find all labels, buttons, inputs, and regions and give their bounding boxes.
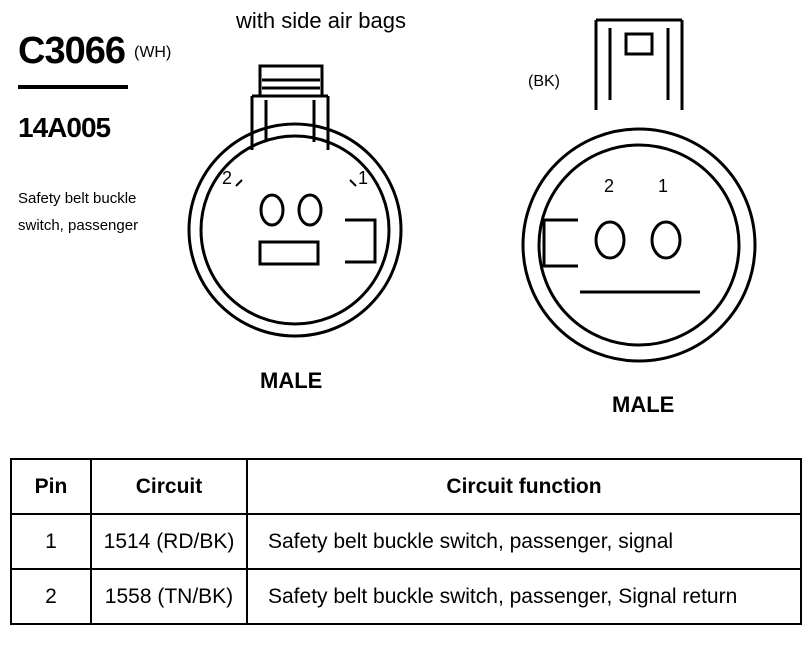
left-side-tab <box>345 218 377 264</box>
circuit-cell: 1558 (TN/BK) <box>90 568 248 625</box>
description-line-2: switch, passenger <box>18 217 139 234</box>
table-row: 2 1558 (TN/BK) Safety belt buckle switch… <box>10 568 802 625</box>
header-circuit-function: Circuit function <box>246 458 802 515</box>
table-header-row: Pin Circuit Circuit function <box>10 458 802 515</box>
right-latch-window <box>624 32 654 56</box>
left-pin-1-cavity <box>297 193 323 227</box>
pin-circuit-table: Pin Circuit Circuit function 1 1514 (RD/… <box>10 458 802 625</box>
right-gender-label: MALE <box>612 392 674 417</box>
function-cell: Safety belt buckle switch, passenger, Si… <box>246 568 802 625</box>
right-side-tab <box>542 218 578 268</box>
pin-cell: 2 <box>10 568 92 625</box>
function-cell: Safety belt buckle switch, passenger, si… <box>246 513 802 570</box>
title-underline <box>18 85 128 89</box>
left-pin-2-label: 2 <box>222 168 232 188</box>
description-line-1: Safety belt buckle <box>18 190 137 207</box>
right-pin-1-cavity <box>650 220 682 260</box>
pin-cell: 1 <box>10 513 92 570</box>
right-outer-ring <box>521 127 757 363</box>
connector-description: Safety belt buckle switch, passenger <box>18 185 188 239</box>
left-pin-1-label: 1 <box>358 168 368 188</box>
left-key-slot <box>258 240 320 266</box>
part-number: 14A005 <box>18 112 111 143</box>
left-pin-2-cavity <box>259 193 285 227</box>
header-pin: Pin <box>10 458 92 515</box>
connector-id: C3066 <box>18 30 126 72</box>
right-pin-2-cavity <box>594 220 626 260</box>
right-pin-2-label: 2 <box>604 176 614 196</box>
left-inner-ring <box>199 134 391 326</box>
circuit-cell: 1514 (RD/BK) <box>90 513 248 570</box>
left-gender-label: MALE <box>260 368 322 393</box>
left-outer-ring <box>187 122 403 338</box>
right-pin-1-label: 1 <box>658 176 668 196</box>
right-latch-outer <box>594 18 684 110</box>
header-circuit: Circuit <box>90 458 248 515</box>
right-color-code: (BK) <box>528 73 560 90</box>
right-connector-face <box>521 18 757 363</box>
right-inner-ring <box>537 143 741 347</box>
connector-color-code: (WH) <box>134 44 172 61</box>
left-connector-face <box>187 64 403 338</box>
table-row: 1 1514 (RD/BK) Safety belt buckle switch… <box>10 513 802 570</box>
right-latch-inner <box>608 28 670 100</box>
variant-caption: with side air bags <box>236 8 406 33</box>
connector-face-diagrams: 2 1 MALE (BK) 2 1 MALE <box>187 18 757 417</box>
